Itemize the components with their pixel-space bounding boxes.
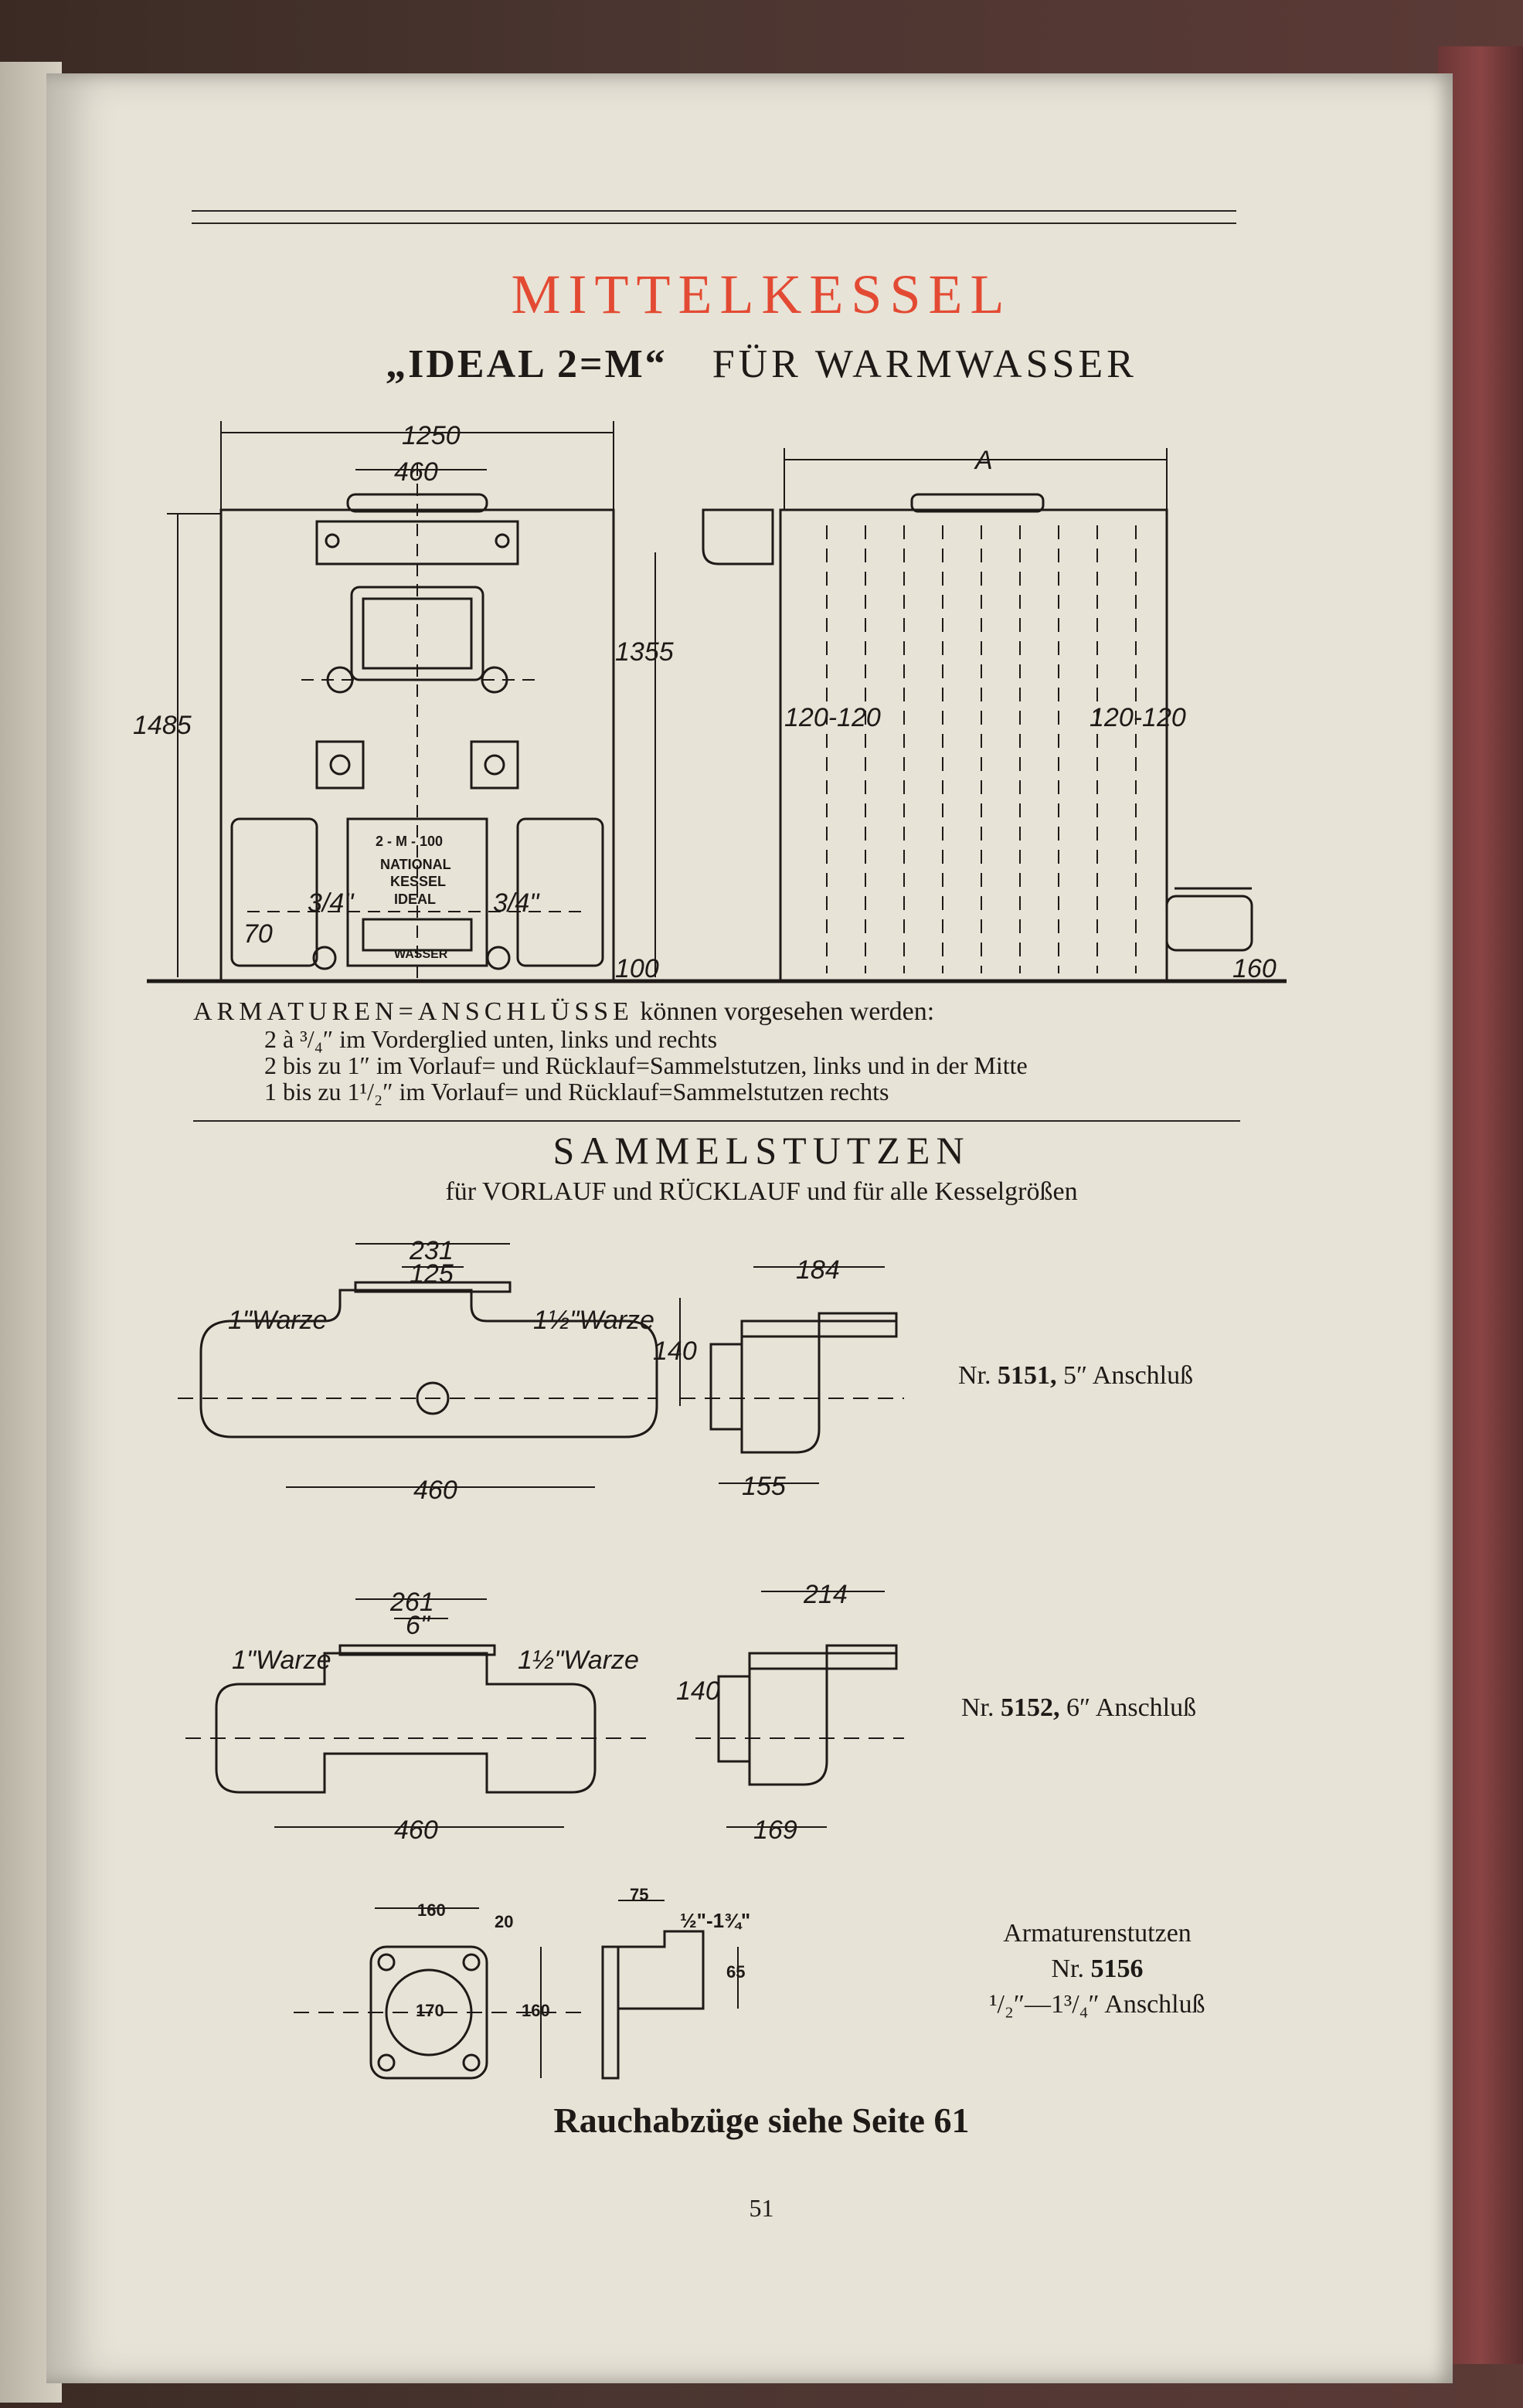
dim-front-inner: 460: [394, 457, 438, 487]
item-5156-number: 5156: [1090, 1955, 1144, 1983]
smoke-outlet-note: Rauchabzüge siehe Seite 61: [553, 2101, 970, 2140]
item-5156-connection: ¹/₂″—1³/₄″ Anschluß: [989, 1990, 1205, 2019]
dim-5151-top: 231: [409, 1236, 454, 1265]
item-5152-suffix: 6″ Anschluß: [1059, 1693, 1197, 1722]
dim-side-section-right: 120-120: [1090, 703, 1186, 732]
dim-5156-width: 160: [417, 1900, 446, 1920]
top-rule: [192, 210, 1236, 212]
dim-side-bottom: 160: [1232, 954, 1277, 983]
dim-front-width: 1250: [402, 421, 461, 450]
dim-5152-left-note: 1"Warze: [232, 1646, 331, 1675]
dim-5152-bottom: 460: [394, 1815, 438, 1845]
dim-front-height-2: 1355: [615, 637, 674, 667]
dim-bottom-left: 70: [243, 919, 273, 949]
item-5152-prefix: Nr.: [961, 1693, 1001, 1722]
dim-5152-side-top: 214: [803, 1580, 848, 1609]
item-5152-label: Nr. 5152, 6″ Anschluß: [961, 1693, 1196, 1723]
item-5156-block: Armaturenstutzen Nr. 5156 ¹/₂″—1³/₄″ Ans…: [943, 1916, 1252, 2023]
dim-5152-top: 261: [389, 1588, 434, 1617]
catalog-page: [46, 73, 1453, 2383]
nameplate-line-2: NATIONAL: [380, 857, 451, 872]
top-rule-2: [192, 222, 1236, 224]
model-purpose: FÜR WARMWASSER: [712, 342, 1137, 386]
dim-side-section-left: 120-120: [784, 703, 881, 732]
nameplate-line-4: IDEAL: [394, 892, 436, 907]
item-5151-suffix: 5″ Anschluß: [1056, 1361, 1194, 1390]
item-5156-prefix: Nr.: [1051, 1955, 1091, 1983]
dim-5152-top-inner: 6": [406, 1611, 431, 1640]
item-5151-label: Nr. 5151, 5″ Anschluß: [958, 1361, 1193, 1391]
nameplate-bottom: WASSER: [394, 948, 448, 961]
dim-5151-top-inner: 125: [410, 1259, 454, 1289]
dim-5156-side-range: ½"-1¾": [680, 1909, 750, 1932]
dim-5152-side-bottom: 169: [753, 1815, 797, 1845]
dim-5151-side-top: 184: [796, 1255, 840, 1285]
page-number: 51: [749, 2194, 774, 2222]
item-5151-number: 5151,: [998, 1361, 1057, 1390]
model-name: „IDEAL 2=M“: [386, 342, 668, 386]
item-5156-title: Armaturenstutzen: [1003, 1919, 1192, 1948]
dim-5156-height: 160: [522, 2001, 550, 2020]
dim-5156-side-top: 75: [630, 1885, 648, 1904]
item-5151-prefix: Nr.: [958, 1361, 998, 1390]
dim-5156-side: 20: [495, 1912, 513, 1931]
nameplate-line-3: KESSEL: [390, 874, 446, 889]
dim-5151-side-height: 140: [653, 1336, 697, 1366]
dim-5151-left-note: 1"Warze: [228, 1306, 328, 1335]
dim-5152-right-note: 1½"Warze: [518, 1646, 639, 1675]
boiler-technical-drawing: 1250 460 1485 1355 2 - M - 100 NATIONAL …: [133, 421, 1287, 983]
dim-fitting-left: 3/4": [308, 888, 355, 918]
section-rule: [193, 1120, 1240, 1122]
page-subtitle: „IDEAL 2=M“ FÜR WARMWASSER: [0, 341, 1523, 387]
fittings-heading-label: ARMATUREN=ANSCHLÜSSE: [193, 997, 634, 1026]
dim-front-height: 1485: [133, 711, 192, 740]
fittings-line-2: 2 bis zu 1″ im Vorlauf= und Rücklauf=Sam…: [264, 1051, 1028, 1079]
manifold-drawings: 231 125 1"Warze 1½"Warze 460 184 140 155…: [178, 1236, 904, 2080]
fittings-line-3: 1 bis zu 1¹/₂″ im Vorlauf= und Rücklauf=…: [264, 1078, 889, 1106]
section-subtitle: für VORLAUF und RÜCKLAUF und für alle Ke…: [445, 1177, 1078, 1206]
nameplate-line-1: 2 - M - 100: [376, 834, 443, 849]
dim-5151-side-bottom: 155: [742, 1472, 786, 1501]
section-title: SAMMELSTUTZEN: [552, 1129, 971, 1172]
dim-5151-right-note: 1½"Warze: [533, 1306, 654, 1335]
dim-5151-bottom: 460: [413, 1476, 457, 1505]
dim-bottom-right: 100: [615, 954, 659, 983]
page-title: MITTELKESSEL: [511, 263, 1012, 325]
item-5152-number: 5152,: [1001, 1693, 1060, 1722]
item-5156-number-line: Nr. 5156: [943, 1951, 1252, 1987]
fittings-line-1: 2 à ³/₄″ im Vorderglied unten, links und…: [264, 1025, 718, 1053]
dim-5156-side-height: 65: [726, 1962, 745, 1982]
fittings-heading-rest: können vorgesehen werden:: [640, 997, 935, 1026]
dim-fitting-right: 3/4": [493, 888, 540, 918]
fittings-heading: ARMATUREN=ANSCHLÜSSE können vorgesehen w…: [193, 997, 934, 1027]
dim-5152-side-height: 140: [676, 1676, 720, 1706]
dim-5156-inner: 170: [416, 2001, 444, 2020]
dim-side-length: A: [974, 446, 993, 475]
